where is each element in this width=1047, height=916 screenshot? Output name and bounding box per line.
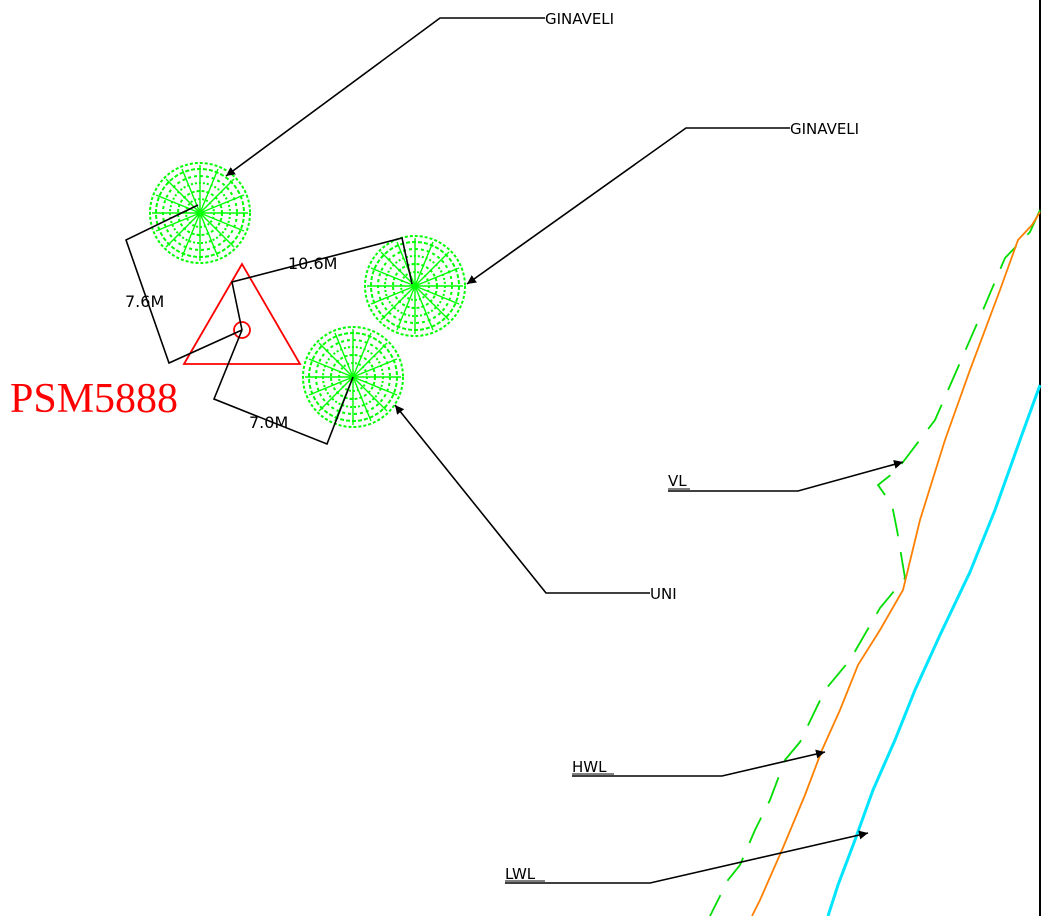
leader-tree-bottom: UNI	[394, 404, 677, 603]
label-ginaveli-middle: GINAVELI	[790, 120, 859, 138]
leader-low-water-line: LWL	[505, 830, 869, 884]
dimension-to-middle-tree: 10.6M	[231, 237, 413, 331]
high-water-line	[751, 211, 1041, 916]
leader-tree-middle: GINAVELI	[466, 120, 859, 285]
leader-tree-top: GINAVELI	[225, 10, 614, 177]
leader-vegetation-line: VL	[668, 460, 904, 492]
station-id: PSM5888	[10, 376, 178, 422]
station-point-icon	[233, 321, 251, 339]
label-hwl: HWL	[572, 758, 607, 776]
vegetation-line	[709, 209, 1041, 916]
leader-high-water-line: HWL	[572, 749, 826, 777]
label-lwl: LWL	[505, 865, 536, 883]
tree-icon-top	[149, 162, 251, 264]
label-uni: UNI	[650, 585, 677, 603]
dimension-to-bottom-tree: 7.0M	[212, 329, 354, 446]
tree-icon-middle	[364, 235, 466, 337]
dimension-label-7-6: 7.6M	[125, 292, 164, 311]
label-vl: VL	[668, 472, 687, 490]
dimension-label-10-6: 10.6M	[288, 254, 337, 273]
label-ginaveli-top: GINAVELI	[545, 10, 614, 28]
triangle-station-icon	[182, 262, 302, 365]
dimension-label-7-0: 7.0M	[249, 413, 288, 432]
low-water-line	[826, 384, 1042, 916]
dimension-to-top-tree: 7.6M	[125, 204, 243, 365]
